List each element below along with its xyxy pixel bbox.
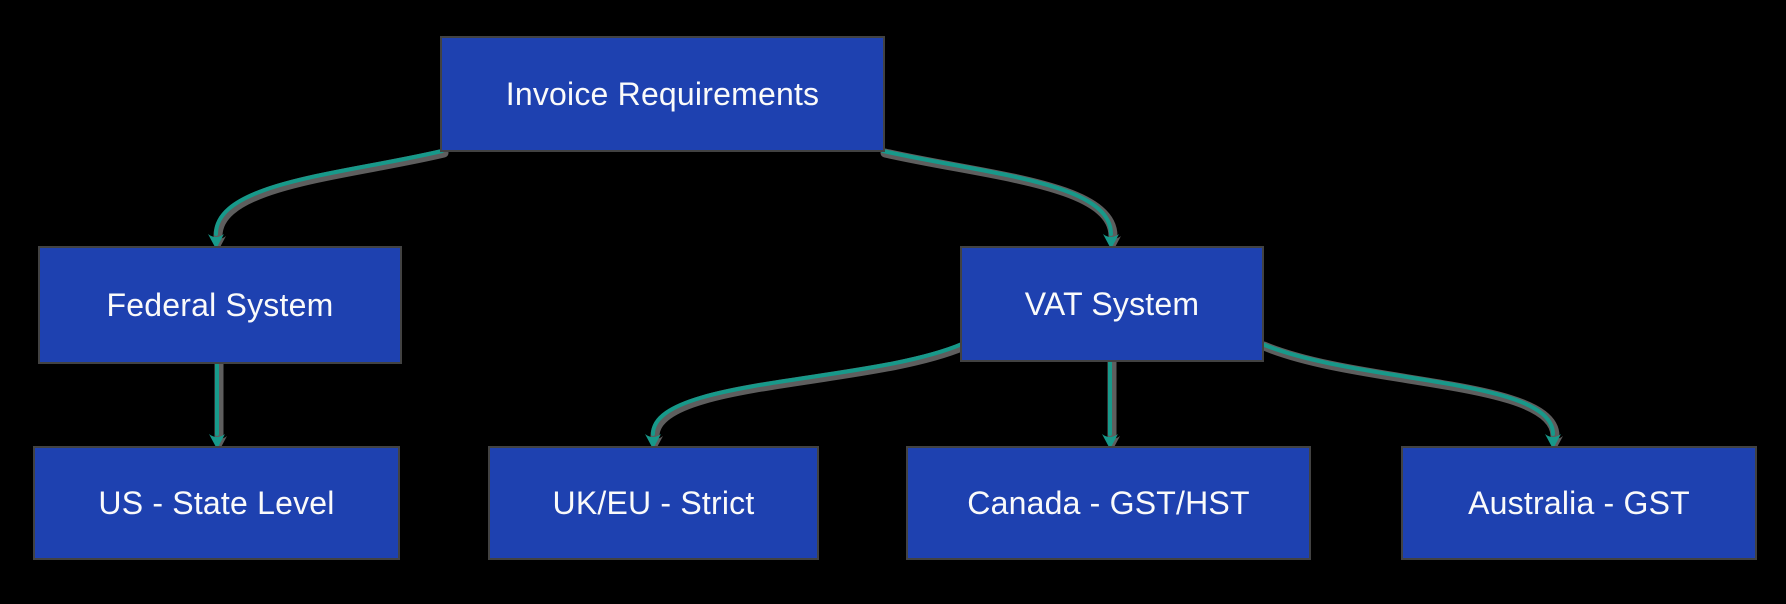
- node-label: VAT System: [1024, 285, 1200, 322]
- node-federal-system: Federal System: [40, 248, 400, 362]
- connector-invoice-to-federal: [208, 149, 444, 249]
- node-label: Invoice Requirements: [505, 75, 820, 112]
- connector-invoice-to-vat: [881, 149, 1119, 249]
- node-canada-gst-hst: Canada - GST/HST: [908, 448, 1309, 558]
- node-uk-eu-strict: UK/EU - Strict: [490, 448, 817, 558]
- connector-vat-to-ukeu: [645, 342, 964, 449]
- node-label: Australia - GST: [1468, 484, 1690, 521]
- node-label: Canada - GST/HST: [967, 484, 1250, 521]
- node-label: Federal System: [106, 286, 334, 323]
- node-vat-system: VAT System: [962, 248, 1262, 360]
- node-invoice-requirements: Invoice Requirements: [442, 38, 883, 150]
- node-label: UK/EU - Strict: [552, 484, 755, 521]
- node-us-state-level: US - State Level: [35, 448, 398, 558]
- node-label: US - State Level: [98, 484, 335, 521]
- connector-shadows: [210, 148, 1563, 451]
- node-australia-gst: Australia - GST: [1403, 448, 1755, 558]
- connector-vat-to-australia: [1260, 342, 1561, 449]
